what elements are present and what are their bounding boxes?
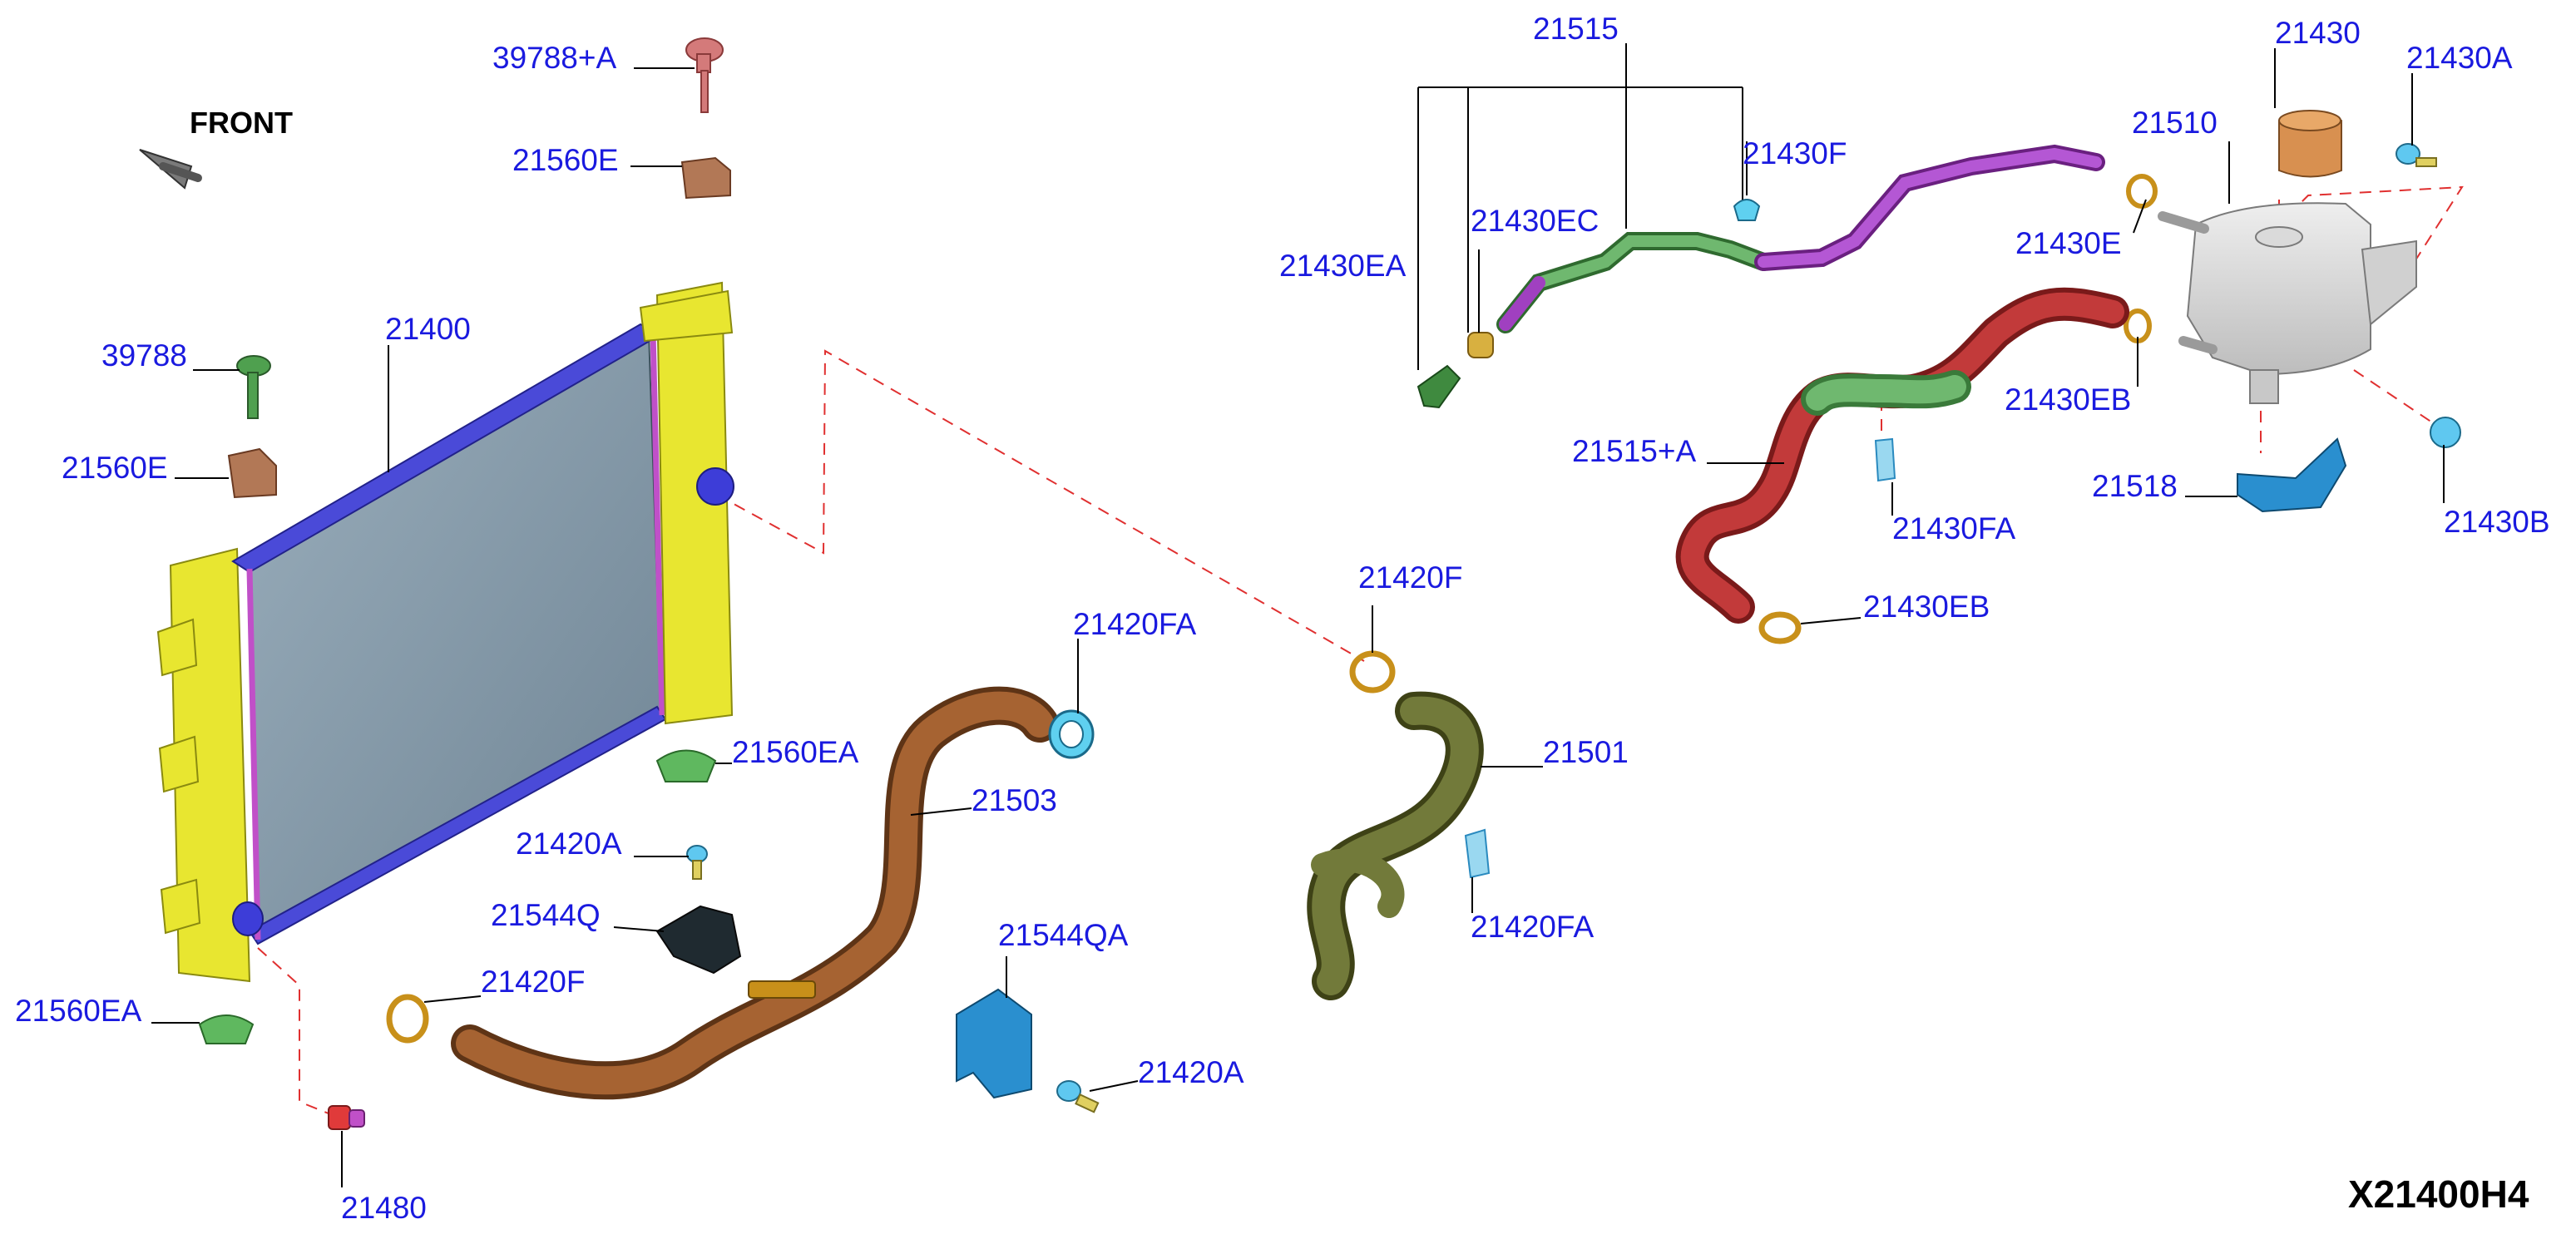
part-label-21515: 21515 bbox=[1533, 12, 1619, 46]
hose-clamp-icon bbox=[386, 994, 429, 1044]
hose-clamp-icon bbox=[1048, 709, 1095, 759]
part-label-21430eb-bottom: 21430EB bbox=[1863, 590, 1990, 624]
hose-clamp-icon bbox=[1467, 332, 1494, 358]
bolt-icon bbox=[686, 845, 708, 880]
part-label-21420f-right: 21420F bbox=[1358, 560, 1463, 595]
clip-icon bbox=[1874, 437, 1896, 482]
front-arrow-icon bbox=[139, 149, 202, 190]
grommet-icon bbox=[198, 1014, 255, 1044]
leader-lines bbox=[151, 43, 2445, 1187]
bracket-icon bbox=[655, 905, 742, 975]
part-label-21420fa-bottom: 21420FA bbox=[1471, 910, 1594, 944]
part-label-39788-a: 39788+A bbox=[492, 41, 616, 75]
part-label-21430: 21430 bbox=[2275, 16, 2361, 50]
part-label-21430ea: 21430EA bbox=[1279, 249, 1407, 283]
drain-plug-icon bbox=[328, 1105, 365, 1130]
mount-bushing-icon bbox=[680, 156, 731, 200]
bolt-icon bbox=[1056, 1080, 1100, 1113]
part-label-39788: 39788 bbox=[101, 338, 187, 373]
part-label-21420f-left: 21420F bbox=[481, 965, 586, 999]
clip-icon bbox=[1464, 828, 1491, 879]
hose-clamp-icon bbox=[2126, 174, 2158, 209]
part-label-21430ec: 21430EC bbox=[1471, 204, 1599, 238]
part-label-21560ea-right: 21560EA bbox=[732, 735, 859, 769]
part-label-21420a-bottom: 21420A bbox=[1138, 1055, 1244, 1089]
grommet-icon bbox=[655, 749, 717, 782]
part-labels: 39788+A 21560E 39788 21560E 21400 21560E… bbox=[15, 12, 2550, 1225]
reservoir-tank-icon bbox=[2158, 202, 2417, 404]
front-label: FRONT bbox=[190, 106, 293, 140]
part-label-21510: 21510 bbox=[2132, 106, 2218, 140]
radiator-icon bbox=[156, 281, 734, 983]
bracket-icon bbox=[2237, 437, 2347, 513]
push-rivet-icon bbox=[685, 37, 724, 113]
reservoir-hose-icon bbox=[1675, 287, 2129, 624]
part-label-21518: 21518 bbox=[2092, 469, 2178, 503]
mount-bushing-icon bbox=[227, 447, 277, 499]
bolt-icon bbox=[2396, 143, 2437, 167]
part-label-21480: 21480 bbox=[341, 1191, 427, 1225]
clip-icon bbox=[1733, 199, 1761, 221]
part-label-21400: 21400 bbox=[385, 312, 471, 346]
hose-clamp-icon bbox=[2124, 308, 2152, 343]
overflow-hose-icon bbox=[1496, 144, 2105, 333]
part-label-21560ea-left: 21560EA bbox=[15, 994, 142, 1028]
bracket-icon bbox=[956, 988, 1032, 1099]
part-label-21430b: 21430B bbox=[2444, 505, 2550, 539]
part-label-21544qa: 21544QA bbox=[998, 918, 1129, 952]
part-label-21420fa-top: 21420FA bbox=[1073, 607, 1196, 641]
upper-hose-icon bbox=[1307, 691, 1484, 1000]
part-label-21503: 21503 bbox=[972, 783, 1057, 817]
part-label-21420a-top: 21420A bbox=[516, 827, 622, 861]
diagram-code-label: X21400H4 bbox=[2348, 1172, 2529, 1216]
reservoir-cap-icon bbox=[2278, 110, 2342, 178]
push-rivet-icon bbox=[236, 355, 271, 419]
part-label-21430eb-top: 21430EB bbox=[2005, 383, 2131, 417]
part-label-21430e: 21430E bbox=[2015, 226, 2122, 260]
part-label-21560e-side: 21560E bbox=[62, 451, 168, 485]
part-label-21560e-top: 21560E bbox=[512, 143, 619, 177]
lower-hose-icon bbox=[451, 686, 1059, 1100]
part-label-21515-a: 21515+A bbox=[1572, 434, 1696, 468]
connector-icon bbox=[1417, 364, 1461, 409]
part-label-21430fa: 21430FA bbox=[1892, 511, 2015, 545]
part-label-21501: 21501 bbox=[1543, 735, 1629, 769]
hose-clamp-icon bbox=[1349, 650, 1396, 694]
part-label-21430f: 21430F bbox=[1743, 136, 1847, 170]
part-label-21430a: 21430A bbox=[2406, 41, 2513, 75]
part-label-21544q: 21544Q bbox=[491, 898, 601, 932]
hose-clamp-icon bbox=[1758, 611, 1802, 644]
grommet-icon bbox=[2430, 417, 2461, 448]
